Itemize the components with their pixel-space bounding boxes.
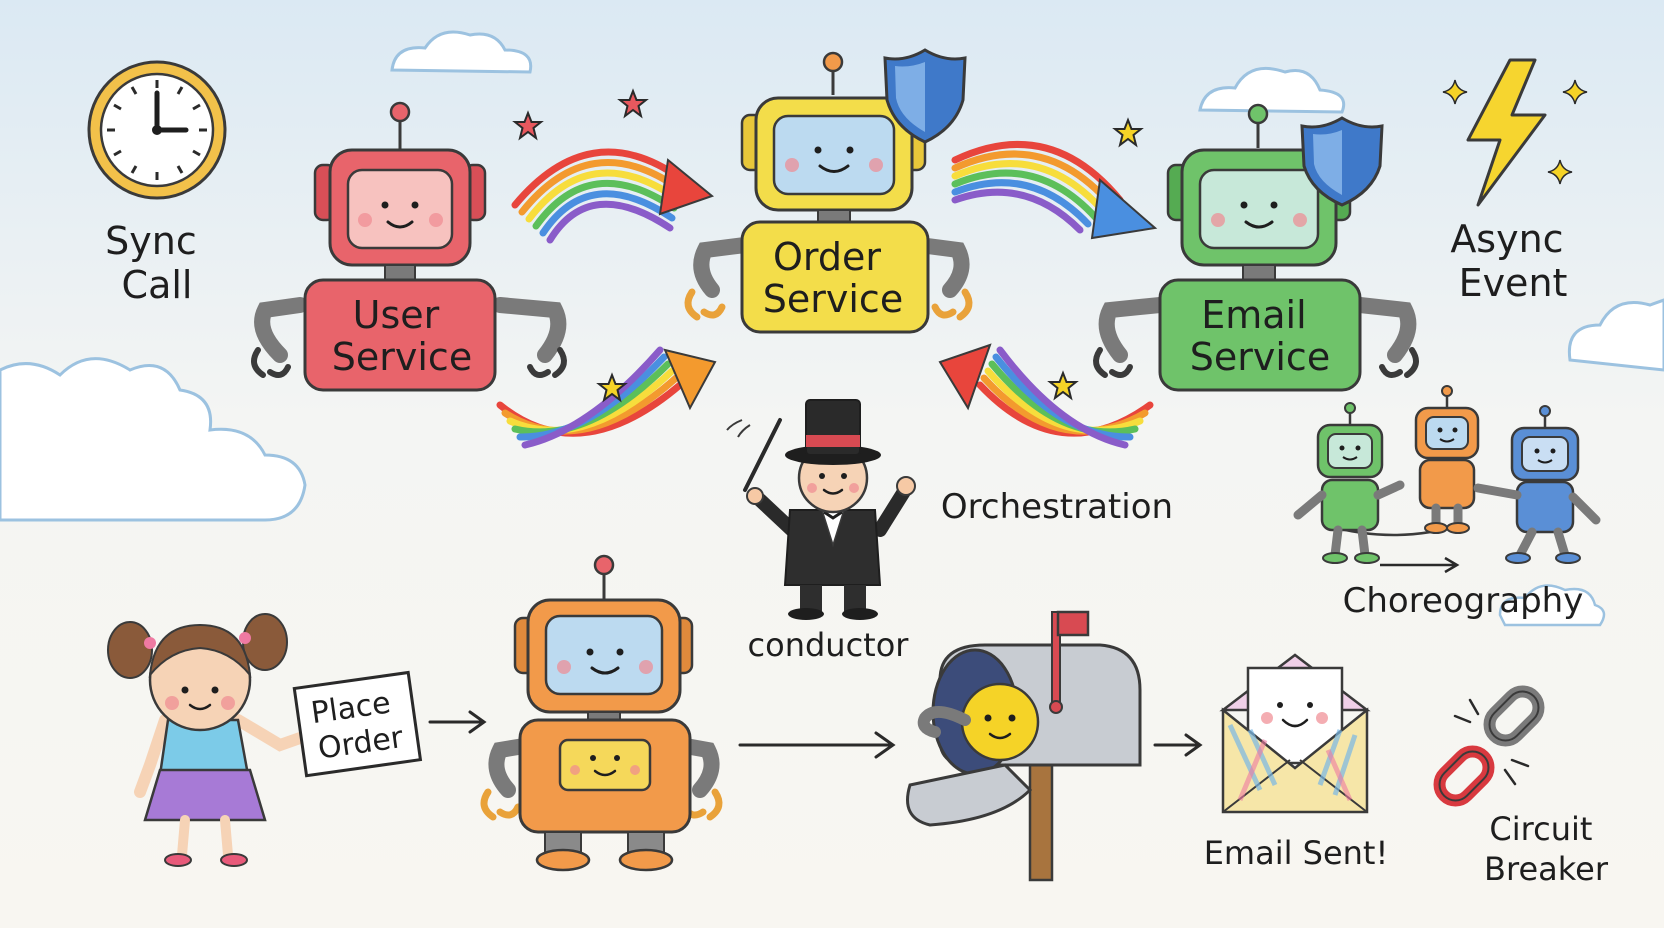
broken-chain-icon bbox=[1433, 685, 1545, 807]
place-order-sign: Place Order bbox=[292, 670, 423, 778]
rainbow-arrow-user-to-order bbox=[511, 148, 715, 244]
rainbow-arrow-return-to-order bbox=[496, 346, 717, 449]
girl-figure bbox=[107, 613, 306, 867]
lightning-icon bbox=[1466, 58, 1547, 207]
email-service-label: Email Service bbox=[1190, 293, 1330, 379]
circuit-breaker-label: Circuit Breaker bbox=[1484, 810, 1609, 888]
email-service-robot bbox=[1093, 103, 1419, 392]
cloud-icon bbox=[1498, 584, 1606, 627]
email-sent-label: Email Sent! bbox=[1204, 834, 1389, 872]
mailbox-icon bbox=[906, 610, 1142, 882]
order-service-robot bbox=[684, 51, 973, 334]
cloud-icon bbox=[1567, 298, 1664, 372]
rainbow-arrow-email-to-order bbox=[938, 343, 1154, 449]
clock-icon bbox=[87, 60, 227, 200]
arrow-sign-to-robot bbox=[428, 710, 487, 734]
arrow-robot-to-mailbox bbox=[738, 731, 896, 759]
conductor-figure bbox=[726, 399, 916, 620]
sync-call-label: Sync Call bbox=[105, 219, 209, 307]
shield-icon bbox=[1300, 116, 1384, 207]
shield-icon bbox=[883, 48, 967, 144]
top-hat-icon bbox=[785, 399, 881, 465]
choreography-label: Choreography bbox=[1343, 581, 1584, 621]
user-service-label: User Service bbox=[332, 293, 472, 379]
conductor-label: conductor bbox=[748, 626, 910, 664]
worker-robot bbox=[480, 554, 723, 872]
cloud-icon bbox=[390, 30, 533, 74]
baton-icon bbox=[743, 418, 782, 492]
orchestration-label: Orchestration bbox=[941, 487, 1173, 527]
rainbow-arrow-order-to-email bbox=[951, 140, 1158, 240]
cloud-icon bbox=[1198, 67, 1346, 114]
user-service-robot bbox=[251, 101, 567, 392]
envelope-icon bbox=[1219, 653, 1371, 814]
svg-text:Place Order: Place Order bbox=[309, 684, 407, 767]
order-service-label: Order Service bbox=[763, 235, 903, 321]
arrow-mailbox-to-envelope bbox=[1153, 733, 1203, 757]
choreography-robots bbox=[1293, 385, 1601, 574]
cloud-icon bbox=[0, 357, 307, 522]
async-event-label: Async Event bbox=[1450, 217, 1575, 305]
